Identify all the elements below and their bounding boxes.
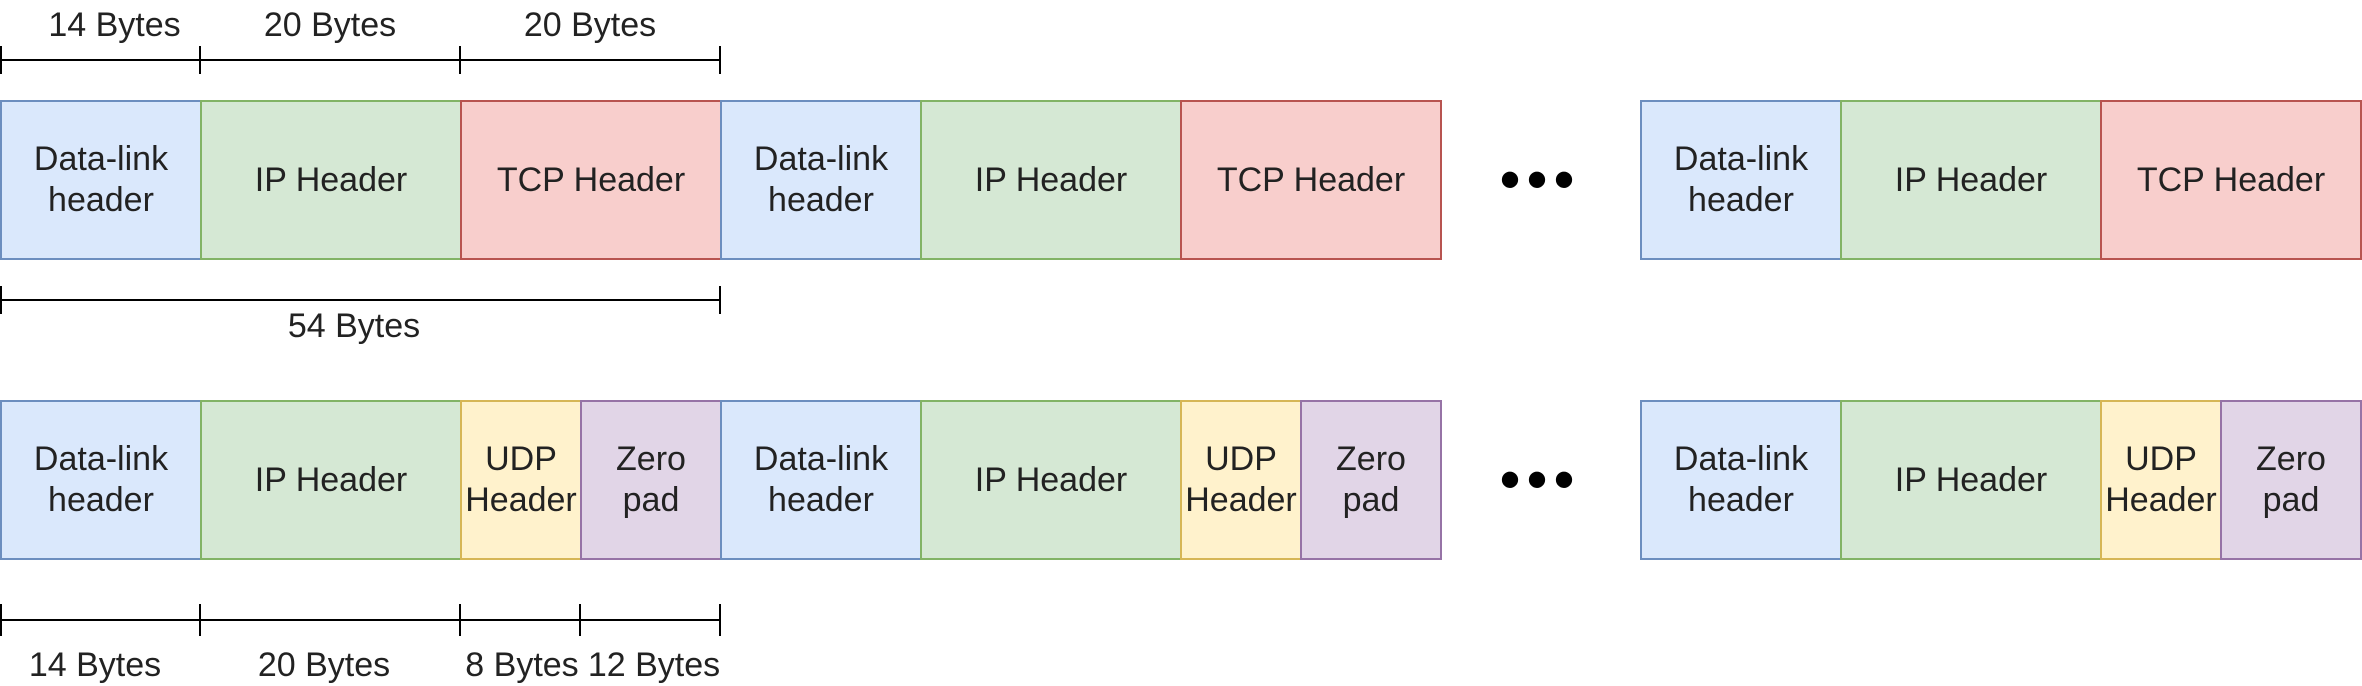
cell-label: Data-link	[1673, 440, 1809, 478]
dimension-label: 20 Bytes	[524, 6, 656, 44]
cell-label: Data-link	[33, 440, 169, 478]
ellipsis: •••	[1499, 446, 1581, 513]
cell-label: Header	[1185, 481, 1297, 519]
cell-label: Zero	[1336, 440, 1406, 478]
cell-label: header	[1688, 181, 1794, 219]
tcp-cell: TCP Header	[1180, 100, 1442, 260]
cell-label: header	[48, 181, 154, 219]
ip-cell: IP Header	[920, 100, 1182, 260]
ip-cell: IP Header	[1840, 100, 2102, 260]
tcp-cell: TCP Header	[2100, 100, 2362, 260]
cell-label: TCP Header	[2136, 160, 2326, 199]
cell-label: Header	[465, 481, 577, 519]
cell-label: Zero	[2256, 440, 2326, 478]
cell-label: UDP	[1205, 440, 1277, 478]
cell-label: pad	[1342, 481, 1400, 519]
ip-cell: IP Header	[1840, 400, 2102, 560]
cell-label: IP Header	[974, 460, 1128, 499]
cell-label: Data-link	[33, 140, 169, 178]
ip-cell: IP Header	[200, 100, 462, 260]
cell-label: IP Header	[254, 160, 408, 199]
dimension-label: 54 Bytes	[288, 307, 420, 345]
cell-label: IP Header	[1894, 160, 2048, 199]
cell-label: TCP Header	[1216, 160, 1406, 199]
cell-label: Zero	[616, 440, 686, 478]
cell-label: UDP	[2125, 440, 2197, 478]
ellipsis: •••	[1499, 146, 1581, 213]
ip-cell: IP Header	[920, 400, 1182, 560]
tcp-cell: TCP Header	[460, 100, 722, 260]
cell-label: header	[48, 481, 154, 519]
cell-label: header	[768, 481, 874, 519]
cell-label: Data-link	[753, 440, 889, 478]
cell-label: IP Header	[974, 160, 1128, 199]
dimension-label: 20 Bytes	[258, 646, 390, 684]
cell-label: Header	[2105, 481, 2217, 519]
cell-label: pad	[2262, 481, 2320, 519]
cell-label: header	[1688, 481, 1794, 519]
cell-label: IP Header	[1894, 460, 2048, 499]
dimension-label: 12 Bytes	[588, 646, 720, 684]
dimension-label: 8 Bytes	[465, 646, 578, 684]
dimension-label: 14 Bytes	[48, 6, 180, 44]
cell-label: UDP	[485, 440, 557, 478]
cell-label: TCP Header	[496, 160, 686, 199]
dimension-label: 20 Bytes	[264, 6, 396, 44]
cell-label: Data-link	[753, 140, 889, 178]
dimension-label: 14 Bytes	[29, 646, 161, 684]
cell-label: pad	[622, 481, 680, 519]
cell-label: IP Header	[254, 460, 408, 499]
cell-label: Data-link	[1673, 140, 1809, 178]
cell-label: header	[768, 181, 874, 219]
ip-cell: IP Header	[200, 400, 462, 560]
